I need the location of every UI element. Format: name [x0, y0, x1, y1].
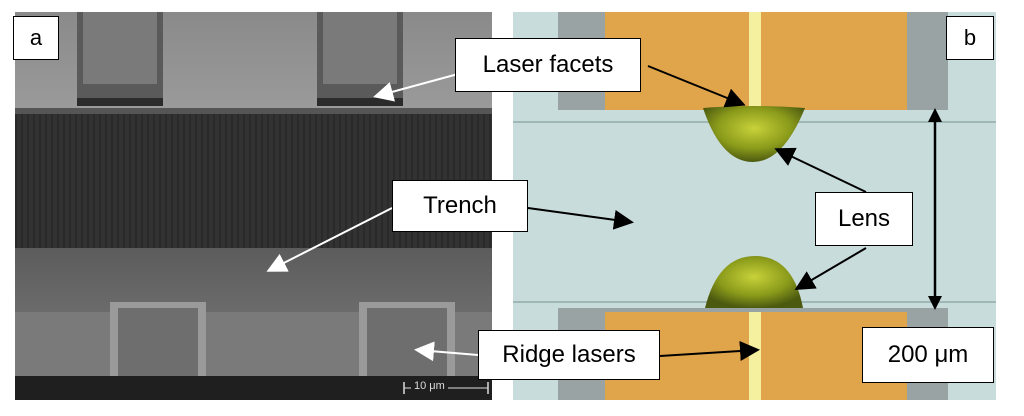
panel-b-letter: b — [946, 16, 994, 60]
sem-image — [15, 12, 492, 400]
panel-a-letter: a — [13, 16, 59, 60]
label-trench: Trench — [392, 180, 528, 232]
label-laser-facets: Laser facets — [455, 38, 641, 92]
bottom-lens — [705, 256, 803, 308]
label-lens: Lens — [815, 192, 913, 246]
label-ridge-lasers: Ridge lasers — [478, 330, 660, 380]
label-200um: 200 μm — [862, 327, 994, 383]
scale-bar-label: 10 μm — [411, 380, 448, 392]
optical-image — [513, 12, 996, 400]
